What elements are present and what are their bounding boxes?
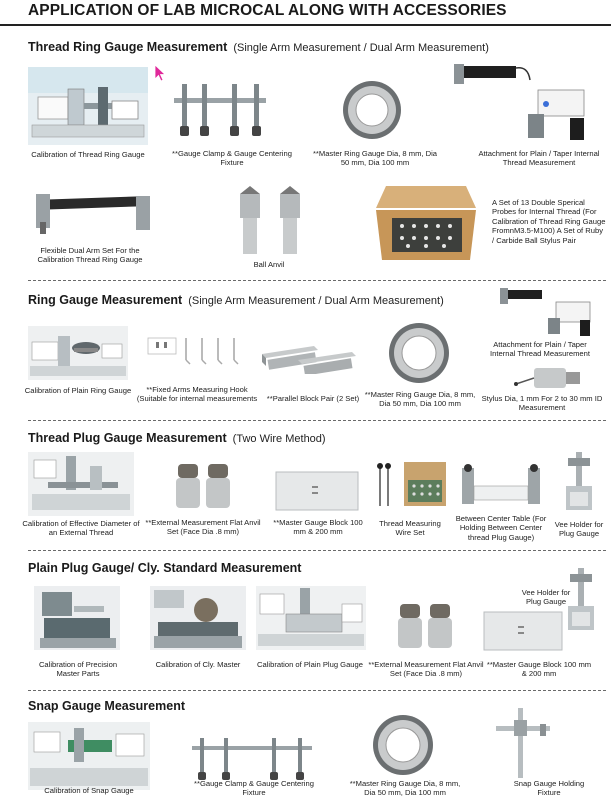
caption: **External Measurement Flat Anvil Set (F…: [145, 518, 261, 537]
master-ring-photo: [370, 712, 436, 778]
caption: Thread Measuring Wire Set: [379, 519, 441, 538]
section-title-ring-gauge: Ring Gauge Measurement(Single Arm Measur…: [28, 293, 444, 307]
dual-arm-photo: [34, 190, 152, 236]
caption: **Master Ring Gauge Dia, 8 mm, Dia 50 mm…: [364, 390, 476, 409]
caption: **Master Ring Gauge Dia, 8 mm, Dia 50 mm…: [312, 149, 438, 168]
section-divider: [28, 420, 606, 421]
gauge-block-photo: [482, 610, 564, 654]
plain-plug-machine-photo: [256, 586, 366, 650]
flat-anvil-photo: [394, 600, 458, 652]
flat-anvil-photo: [172, 460, 236, 512]
caption: Flexible Dual Arm Set For the Calibratio…: [37, 246, 143, 265]
caption: Attachment for Plain / Taper Internal Th…: [478, 149, 600, 168]
gauge-clamp-photo: [190, 736, 314, 782]
caption: Vee Holder for Plug Gauge: [521, 588, 571, 607]
section-divider: [28, 690, 606, 691]
section-title-snap-gauge: Snap Gauge Measurement: [28, 699, 185, 713]
vee-holder-photo: [562, 566, 602, 632]
caption: Between Center Table (For Holding Betwee…: [455, 514, 547, 542]
caption: Calibration of Cly. Master: [155, 660, 241, 669]
section-divider: [28, 550, 606, 551]
caption: **Parallel Block Pair (2 Set): [266, 394, 360, 403]
caption: Calibration of Snap Gauge: [44, 786, 134, 795]
section-divider: [28, 280, 606, 281]
caption: Snap Gauge Holding Fixture: [513, 779, 585, 798]
caption: Calibration of Thread Ring Gauge: [31, 150, 145, 159]
caption: Calibration of Plain Ring Gauge: [24, 386, 132, 395]
section-title-thread-ring: Thread Ring Gauge Measurement(Single Arm…: [28, 40, 489, 54]
measuring-hook-photo: [144, 334, 252, 378]
cly-master-photo: [150, 586, 246, 650]
caption: **Master Gauge Block 100 mm & 200 mm: [486, 660, 592, 679]
title-bar: [0, 0, 611, 26]
caption: **Gauge Clamp & Gauge Centering Fixture: [194, 779, 314, 798]
attachment-photo: [452, 60, 602, 144]
precision-master-photo: [34, 586, 120, 650]
ring-machine-photo: [28, 326, 128, 380]
vee-holder-photo: [560, 450, 600, 512]
snap-gauge-machine-photo: [28, 722, 150, 790]
caption: **External Measurement Flat Anvil Set (F…: [368, 660, 484, 679]
master-ring-photo: [340, 78, 404, 142]
page-title: APPLICATION OF LAB MICROCAL ALONG WITH A…: [28, 2, 507, 19]
section-title-thread-plug: Thread Plug Gauge Measurement(Two Wire M…: [28, 431, 326, 445]
caption: **Gauge Clamp & Gauge Centering Fixture: [172, 149, 292, 168]
caption: Ball Anvil: [253, 260, 285, 269]
wire-set-photo: [372, 458, 450, 512]
caption: Vee Holder for Plug Gauge: [554, 520, 604, 539]
thread-plug-machine-photo: [28, 452, 134, 516]
thread-ring-machine-photo: [28, 67, 148, 145]
attachment-photo: [498, 286, 606, 336]
section-title-plain-plug: Plain Plug Gauge/ Cly. Standard Measurem…: [28, 561, 302, 575]
master-ring-photo: [386, 320, 452, 386]
caption: Calibration of Plain Plug Gauge: [257, 660, 363, 669]
caption: **Fixed Arms Measuring Hook (Suitable fo…: [136, 385, 258, 404]
caption: A Set of 13 Double Sperical Probes for I…: [492, 198, 606, 245]
mouse-cursor: [154, 64, 166, 82]
caption: Stylus Dia, 1 mm For 2 to 30 mm ID Measu…: [481, 394, 603, 413]
center-table-photo: [456, 462, 546, 508]
snap-fixture-photo: [494, 706, 554, 782]
ball-anvil-photo: [232, 184, 308, 256]
caption: Attachment for Plain / Taper Internal Th…: [490, 340, 590, 359]
stylus-photo: [514, 364, 586, 392]
probe-box-photo: [372, 180, 480, 266]
parallel-block-photo: [258, 340, 358, 374]
caption: Calibration of Precision Master Parts: [38, 660, 118, 679]
gauge-block-photo: [274, 470, 360, 514]
gauge-clamp-photo: [172, 80, 268, 138]
caption: Calibration of Effective Diameter of an …: [22, 519, 140, 538]
caption: **Master Ring Gauge Dia, 8 mm, Dia 50 mm…: [349, 779, 461, 798]
caption: **Master Gauge Block 100 mm & 200 mm: [273, 518, 363, 537]
